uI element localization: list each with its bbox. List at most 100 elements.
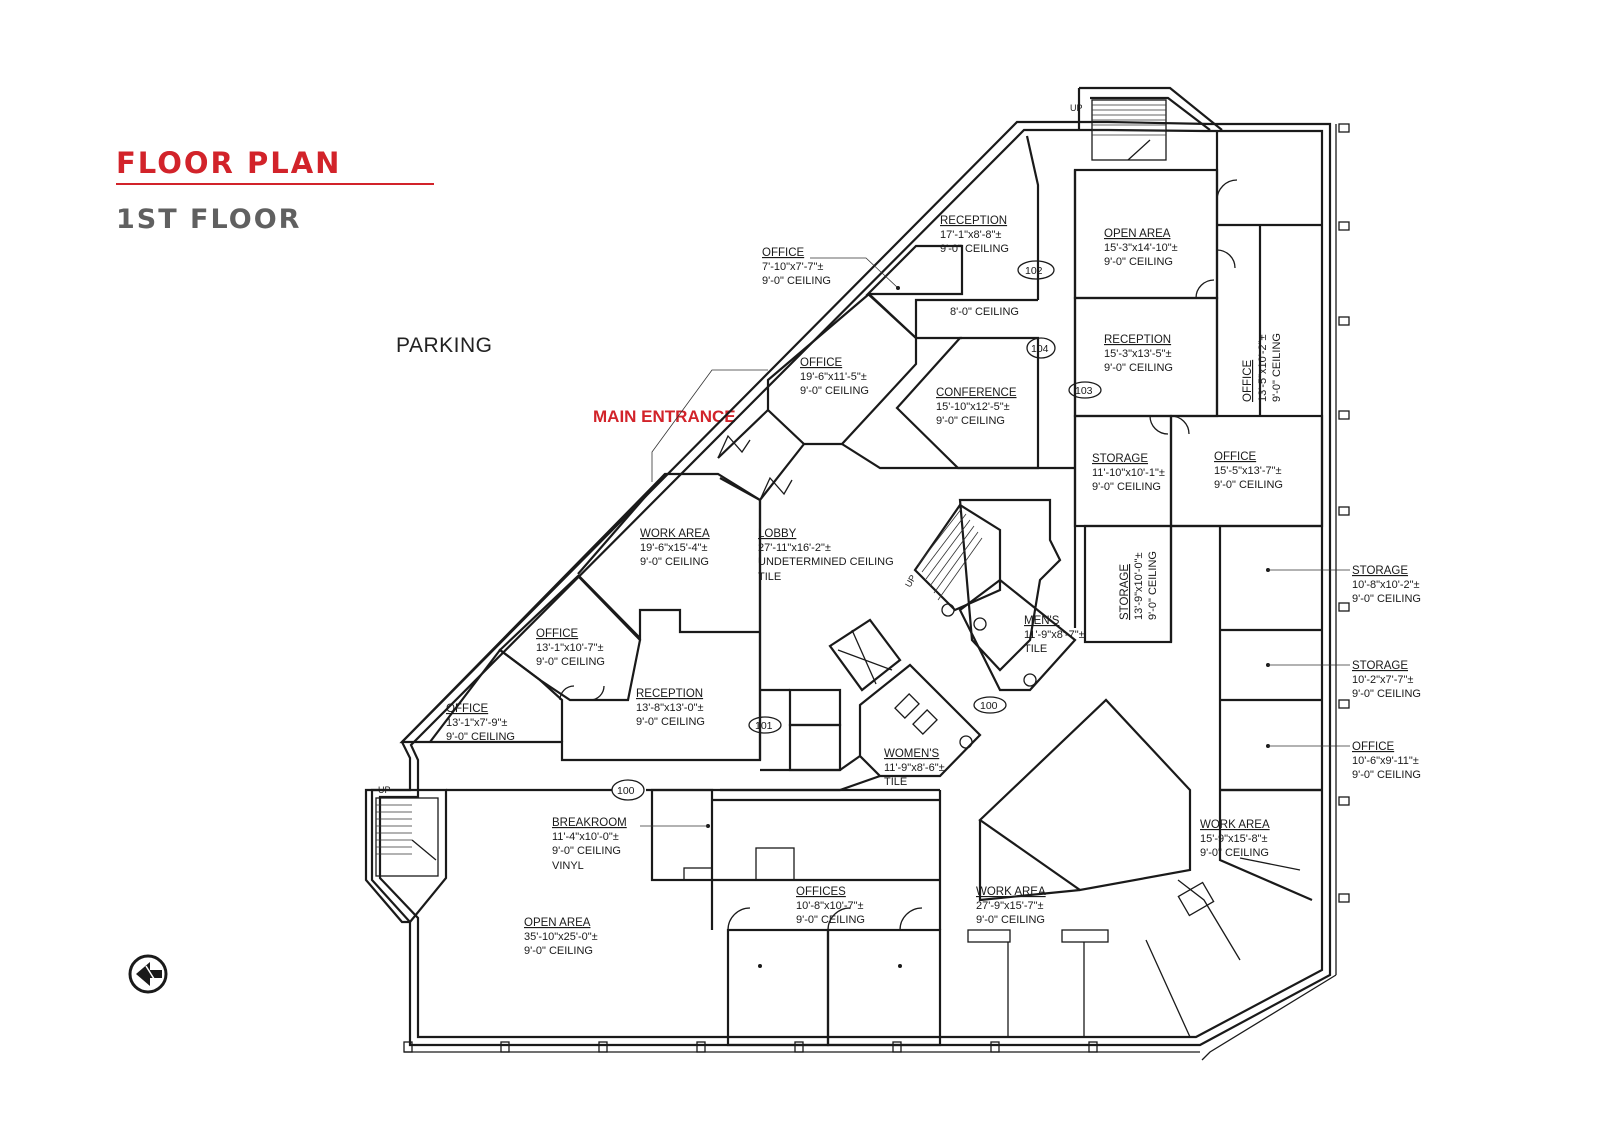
svg-text:35'-10"x25'-0"±: 35'-10"x25'-0"± bbox=[524, 931, 598, 943]
svg-text:13'-8"x13'-0"±: 13'-8"x13'-0"± bbox=[636, 702, 704, 714]
svg-text:27'-9"x15'-7"±: 27'-9"x15'-7"± bbox=[976, 900, 1044, 912]
svg-text:WORK AREA: WORK AREA bbox=[1200, 819, 1270, 831]
svg-text:9'-0" CEILING: 9'-0" CEILING bbox=[1352, 593, 1421, 605]
south-east-wing bbox=[967, 698, 1322, 1038]
svg-text:9'-0" CEILING: 9'-0" CEILING bbox=[1214, 479, 1283, 491]
svg-text:9'-0" CEILING: 9'-0" CEILING bbox=[640, 556, 709, 568]
svg-text:OPEN AREA: OPEN AREA bbox=[524, 917, 591, 929]
svg-text:OFFICE: OFFICE bbox=[446, 703, 488, 715]
svg-text:9'-0" CEILING: 9'-0" CEILING bbox=[1092, 481, 1161, 493]
svg-text:9'-0" CEILING: 9'-0" CEILING bbox=[636, 716, 705, 728]
svg-text:WORK AREA: WORK AREA bbox=[976, 886, 1046, 898]
svg-text:WOMEN'S: WOMEN'S bbox=[884, 748, 940, 760]
svg-text:TILE: TILE bbox=[1024, 643, 1047, 655]
svg-text:UP: UP bbox=[903, 573, 918, 589]
svg-text:OFFICE: OFFICE bbox=[1352, 741, 1394, 753]
svg-text:7'-10"x7'-7"±: 7'-10"x7'-7"± bbox=[762, 261, 823, 273]
svg-text:13'-1"x7'-9"±: 13'-1"x7'-9"± bbox=[446, 717, 507, 729]
floor-subtitle: 1ST FLOOR bbox=[116, 204, 302, 235]
svg-text:9'-0" CEILING: 9'-0" CEILING bbox=[762, 275, 831, 287]
svg-text:RECEPTION: RECEPTION bbox=[940, 215, 1007, 227]
svg-text:11'-9"x8'-7"±: 11'-9"x8'-7"± bbox=[1024, 629, 1085, 641]
svg-text:STORAGE: STORAGE bbox=[1092, 453, 1148, 465]
svg-text:TILE: TILE bbox=[758, 571, 781, 583]
svg-text:100: 100 bbox=[617, 785, 635, 797]
svg-text:19'-6"x15'-4"±: 19'-6"x15'-4"± bbox=[640, 542, 708, 554]
svg-text:MEN'S: MEN'S bbox=[1024, 615, 1060, 627]
svg-text:RECEPTION: RECEPTION bbox=[636, 688, 703, 700]
svg-text:9'-0" CEILING: 9'-0" CEILING bbox=[1104, 256, 1173, 268]
main-entrance-label: MAIN ENTRANCE bbox=[593, 407, 736, 426]
svg-text:TILE: TILE bbox=[884, 776, 907, 788]
svg-text:STORAGE: STORAGE bbox=[1119, 564, 1131, 620]
svg-text:102: 102 bbox=[1025, 265, 1043, 277]
svg-text:VINYL: VINYL bbox=[552, 860, 584, 872]
svg-text:9'-0" CEILING: 9'-0" CEILING bbox=[796, 914, 865, 926]
svg-text:103: 103 bbox=[1075, 385, 1093, 397]
central-core: UP bbox=[720, 498, 1077, 792]
title-underline bbox=[116, 183, 434, 185]
svg-text:19'-6"x11'-5"±: 19'-6"x11'-5"± bbox=[800, 371, 867, 383]
svg-text:UNDETERMINED CEILING: UNDETERMINED CEILING bbox=[758, 556, 894, 568]
south-block bbox=[446, 788, 942, 1047]
room-tags: 102 104 103 101 100 100 bbox=[611, 260, 1102, 801]
svg-text:15'-3"x14'-10"±: 15'-3"x14'-10"± bbox=[1104, 242, 1178, 254]
svg-text:OFFICE: OFFICE bbox=[1214, 451, 1256, 463]
svg-text:OFFICE: OFFICE bbox=[536, 628, 578, 640]
svg-text:9'-0" CEILING: 9'-0" CEILING bbox=[936, 415, 1005, 427]
svg-text:13'-9"x10'-0"±: 13'-9"x10'-0"± bbox=[1133, 552, 1145, 620]
north-wing-walls bbox=[651, 135, 1077, 760]
svg-text:STORAGE: STORAGE bbox=[1352, 660, 1408, 672]
svg-text:9'-0" CEILING: 9'-0" CEILING bbox=[1104, 362, 1173, 374]
svg-text:15'-5"x13'-7"±: 15'-5"x13'-7"± bbox=[1214, 465, 1282, 477]
svg-text:13'-1"x10'-7"±: 13'-1"x10'-7"± bbox=[536, 642, 604, 654]
svg-text:RECEPTION: RECEPTION bbox=[1104, 334, 1171, 346]
svg-text:27'-11"x16'-2"±: 27'-11"x16'-2"± bbox=[758, 542, 831, 554]
svg-text:100: 100 bbox=[980, 700, 998, 712]
svg-text:OPEN AREA: OPEN AREA bbox=[1104, 228, 1171, 240]
svg-text:10'-6"x9'-11"±: 10'-6"x9'-11"± bbox=[1352, 755, 1419, 767]
north-east-walls bbox=[1073, 130, 1324, 644]
svg-text:OFFICE: OFFICE bbox=[762, 247, 804, 259]
svg-text:9'-0" CEILING: 9'-0" CEILING bbox=[524, 945, 593, 957]
svg-text:9'-0" CEILING: 9'-0" CEILING bbox=[1352, 769, 1421, 781]
svg-text:104: 104 bbox=[1031, 343, 1049, 355]
south-west-wing bbox=[399, 472, 762, 762]
svg-text:15'-3"x13'-5"±: 15'-3"x13'-5"± bbox=[1104, 348, 1172, 360]
svg-text:OFFICE: OFFICE bbox=[1242, 360, 1254, 402]
north-arrow-icon bbox=[128, 954, 168, 994]
room-labels: RECEPTION 17'-1"x8'-8"± 9'-0" CEILING OP… bbox=[446, 215, 1421, 957]
svg-text:9'-0" CEILING: 9'-0" CEILING bbox=[940, 243, 1009, 255]
svg-text:9'-0" CEILING: 9'-0" CEILING bbox=[1352, 688, 1421, 700]
svg-text:17'-1"x8'-8"±: 17'-1"x8'-8"± bbox=[940, 229, 1001, 241]
svg-text:UP: UP bbox=[1070, 103, 1083, 113]
svg-text:OFFICES: OFFICES bbox=[796, 886, 846, 898]
svg-text:10'-8"x10'-7"±: 10'-8"x10'-7"± bbox=[796, 900, 864, 912]
svg-text:9'-0" CEILING: 9'-0" CEILING bbox=[1200, 847, 1269, 859]
svg-text:11'-4"x10'-0"±: 11'-4"x10'-0"± bbox=[552, 831, 619, 843]
svg-text:15'-10"x12'-5"±: 15'-10"x12'-5"± bbox=[936, 401, 1010, 413]
svg-text:WORK AREA: WORK AREA bbox=[640, 528, 710, 540]
exterior-walls bbox=[370, 120, 1350, 1061]
svg-text:CONFERENCE: CONFERENCE bbox=[936, 387, 1017, 399]
svg-text:9'-0" CEILING: 9'-0" CEILING bbox=[976, 914, 1045, 926]
svg-text:11'-10"x10'-1"±: 11'-10"x10'-1"± bbox=[1092, 467, 1165, 479]
svg-text:9'-0" CEILING: 9'-0" CEILING bbox=[552, 845, 621, 857]
west-stair: UP bbox=[364, 785, 448, 924]
north-stair: UP bbox=[1070, 86, 1223, 161]
page-title: FLOOR PLAN bbox=[116, 146, 342, 180]
parking-label: PARKING bbox=[396, 334, 493, 357]
svg-text:13'-5"x10'-2"±: 13'-5"x10'-2"± bbox=[1257, 334, 1269, 402]
svg-text:LOBBY: LOBBY bbox=[758, 528, 797, 540]
svg-text:UP: UP bbox=[378, 785, 391, 795]
svg-text:9'-0" CEILING: 9'-0" CEILING bbox=[536, 656, 605, 668]
svg-text:101: 101 bbox=[755, 720, 773, 732]
svg-text:9'-0" CEILING: 9'-0" CEILING bbox=[800, 385, 869, 397]
svg-text:11'-9"x8'-6"±: 11'-9"x8'-6"± bbox=[884, 762, 945, 774]
east-room-stack bbox=[1169, 524, 1350, 792]
svg-text:15'-9"x15'-8"±: 15'-9"x15'-8"± bbox=[1200, 833, 1268, 845]
svg-text:10'-8"x10'-2"±: 10'-8"x10'-2"± bbox=[1352, 579, 1420, 591]
svg-text:BREAKROOM: BREAKROOM bbox=[552, 817, 627, 829]
